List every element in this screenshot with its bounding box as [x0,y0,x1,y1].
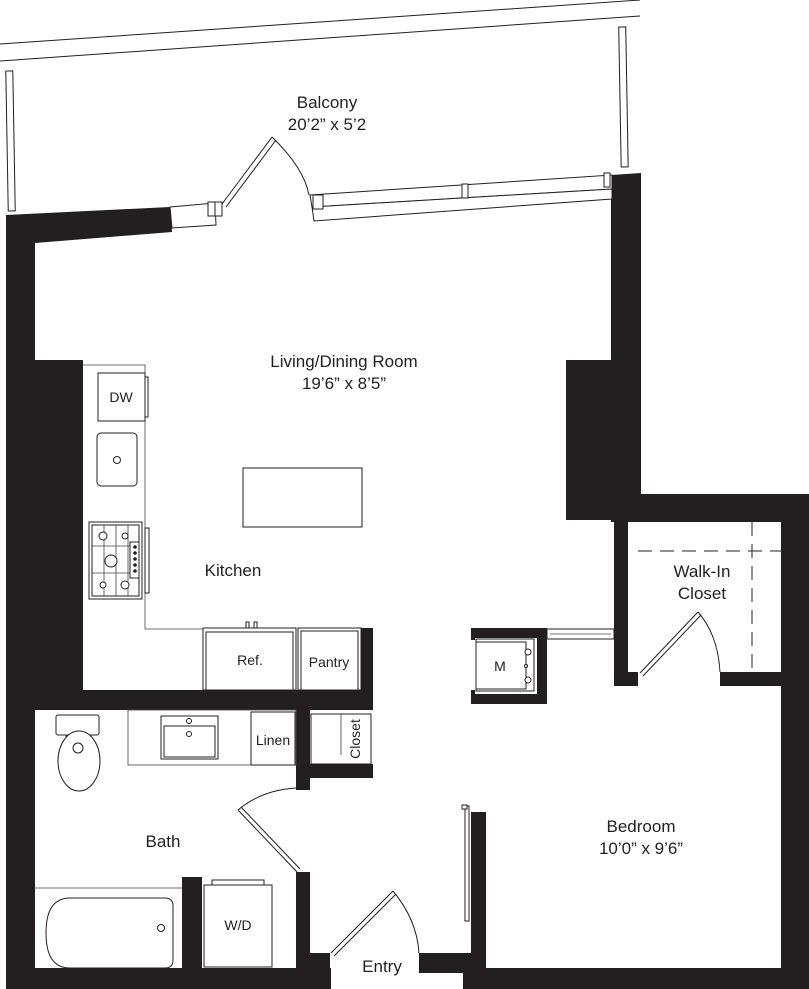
balcony-windows [169,136,613,229]
balcony-label: Balcony [297,93,358,112]
mechanical-label: M [494,658,506,674]
cooktop-icon [88,521,150,600]
doors [330,804,470,957]
kitchen-label: Kitchen [205,561,262,580]
walkin-label-1: Walk-In [674,562,731,581]
bath-label: Bath [146,832,181,851]
toilet-icon [55,714,101,792]
mechanical-closet [475,628,615,692]
ref-label: Ref. [237,652,263,668]
living-label: Living/Dining Room [270,352,417,371]
wd-label: W/D [224,917,251,933]
bedroom-label: Bedroom [607,817,676,836]
balcony-dims: 20’2” x 5’2 [288,115,366,134]
closet-label: Closet [347,719,363,759]
walls [6,173,809,989]
bath-fixtures [35,709,372,969]
dw-label: DW [109,389,133,405]
linen-label: Linen [256,732,290,748]
living-dims: 19’6” x 8’5” [302,374,386,393]
walkin-shelves [638,522,781,677]
pantry-label: Pantry [309,654,349,670]
bedroom-dims: 10’0” x 9’6” [599,839,683,858]
walkin-label-2: Closet [678,584,726,603]
balcony-railing [0,0,641,212]
kitchen-counter [83,364,363,691]
entry-label: Entry [362,957,402,976]
kitchen-island [242,467,363,528]
